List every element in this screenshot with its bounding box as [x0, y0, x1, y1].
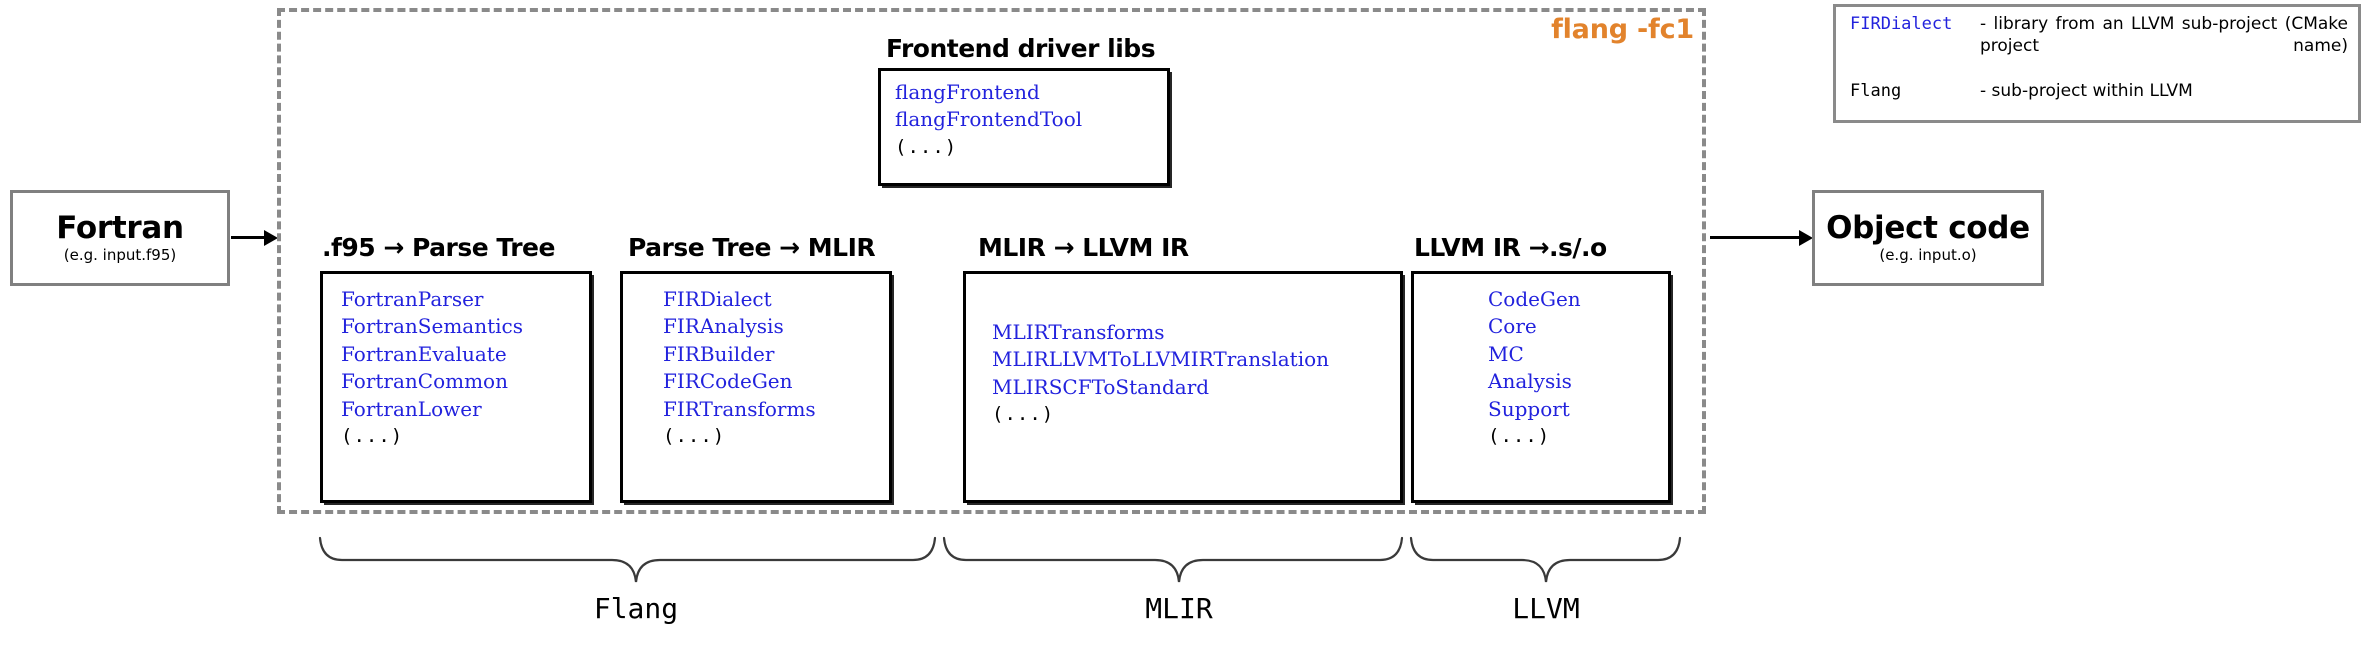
object-code-subtitle: (e.g. input.o) — [1879, 245, 1977, 264]
list-item: (...) — [341, 424, 404, 447]
list-item: MLIRLLVMToLLVMIRTranslation — [992, 347, 1330, 372]
list-item: Core — [1488, 314, 1537, 339]
list-item: CodeGen — [1488, 287, 1581, 311]
list-item: Analysis — [1488, 369, 1572, 394]
list-item: FIRBuilder — [663, 341, 775, 366]
object-code-output-box: Object code (e.g. input.o) — [1812, 190, 2044, 286]
list-item: FortranEvaluate — [341, 341, 507, 366]
legend-term-firdialect: FIRDialect — [1850, 14, 1953, 34]
list-item: flangFrontend — [895, 80, 1040, 104]
list-item: MLIRTransforms — [992, 320, 1165, 344]
arrow-frontend-to-output-head — [1799, 230, 1813, 246]
list-item: FortranParser — [341, 287, 484, 311]
arrow-frontend-to-output-line — [1710, 236, 1804, 239]
list-item: (...) — [895, 135, 958, 158]
stage-box-parse-tree: FortranParser FortranSemantics FortranEv… — [320, 271, 592, 503]
stage-title-object: LLVM IR →.s/.o — [1414, 233, 1607, 262]
group-label-llvm: LLVM — [1512, 592, 1580, 625]
stage-box-object: CodeGen Core MC Analysis Support (...) — [1411, 271, 1671, 503]
stage-title-parse-tree: .f95 → Parse Tree — [322, 233, 555, 262]
list-item: (...) — [1488, 424, 1551, 447]
frontend-driver-libs-box: flangFrontend flangFrontendTool (...) — [878, 68, 1170, 186]
list-item: MLIRSCFToStandard — [992, 374, 1210, 399]
list-item: (...) — [992, 403, 1055, 426]
list-item: FIRTransforms — [663, 396, 816, 421]
list-item: Support — [1488, 396, 1570, 421]
braces-svg — [318, 536, 1682, 583]
list-item: FortranSemantics — [341, 314, 523, 339]
fortran-input-box: Fortran (e.g. input.f95) — [10, 190, 230, 286]
list-item: flangFrontendTool — [895, 107, 1083, 132]
flang-fc1-label: flang -fc1 — [1551, 14, 1694, 45]
list-item: FIRDialect — [663, 287, 772, 311]
frontend-driver-libs-title: Frontend driver libs — [886, 34, 1156, 63]
stage-box-llvm-ir: MLIRTransforms MLIRLLVMToLLVMIRTranslati… — [963, 271, 1403, 503]
stage-libs-object: CodeGen Core MC Analysis Support (...) — [1488, 286, 1668, 449]
stage-libs-mlir: FIRDialect FIRAnalysis FIRBuilder FIRCod… — [663, 286, 889, 449]
legend-definition-firdialect: - library from an LLVM sub-project (CMak… — [1980, 14, 2348, 57]
fortran-input-title: Fortran — [56, 210, 184, 247]
list-item: FortranLower — [341, 396, 482, 421]
stage-libs-llvm-ir: MLIRTransforms MLIRLLVMToLLVMIRTranslati… — [992, 319, 1400, 427]
legend: FIRDialect - library from an LLVM sub-pr… — [1833, 4, 2361, 123]
group-label-flang: Flang — [593, 592, 679, 625]
legend-row: FIRDialect - library from an LLVM sub-pr… — [1850, 13, 2348, 80]
list-item: (...) — [663, 424, 726, 447]
list-item: FIRAnalysis — [663, 314, 784, 339]
list-item: MC — [1488, 341, 1524, 366]
legend-term-flang: Flang — [1850, 81, 1902, 102]
brace-llvm — [1409, 536, 1682, 583]
list-item: FortranCommon — [341, 369, 508, 394]
frontend-driver-libs-list: flangFrontend flangFrontendTool (...) — [895, 79, 1167, 160]
group-label-mlir: MLIR — [1145, 592, 1213, 625]
brace-flang — [318, 536, 937, 583]
arrow-input-to-frontend-line — [231, 236, 267, 239]
legend-row: Flang - sub-project within LLVM — [1850, 80, 2348, 102]
object-code-title: Object code — [1826, 210, 2030, 247]
brace-mlir — [942, 536, 1404, 583]
stage-title-llvm-ir: MLIR → LLVM IR — [978, 233, 1189, 262]
stage-libs-parse-tree: FortranParser FortranSemantics FortranEv… — [341, 286, 589, 449]
arrow-input-to-frontend-head — [264, 230, 278, 246]
legend-definition-flang: - sub-project within LLVM — [1980, 81, 2193, 102]
group-braces: Flang MLIR LLVM — [0, 520, 2379, 625]
stage-box-mlir: FIRDialect FIRAnalysis FIRBuilder FIRCod… — [620, 271, 892, 503]
stage-title-mlir: Parse Tree → MLIR — [628, 233, 876, 262]
list-item: FIRCodeGen — [663, 369, 793, 394]
fortran-input-subtitle: (e.g. input.f95) — [63, 245, 177, 264]
flang-fc1-boundary: flang -fc1 — [277, 8, 1706, 514]
